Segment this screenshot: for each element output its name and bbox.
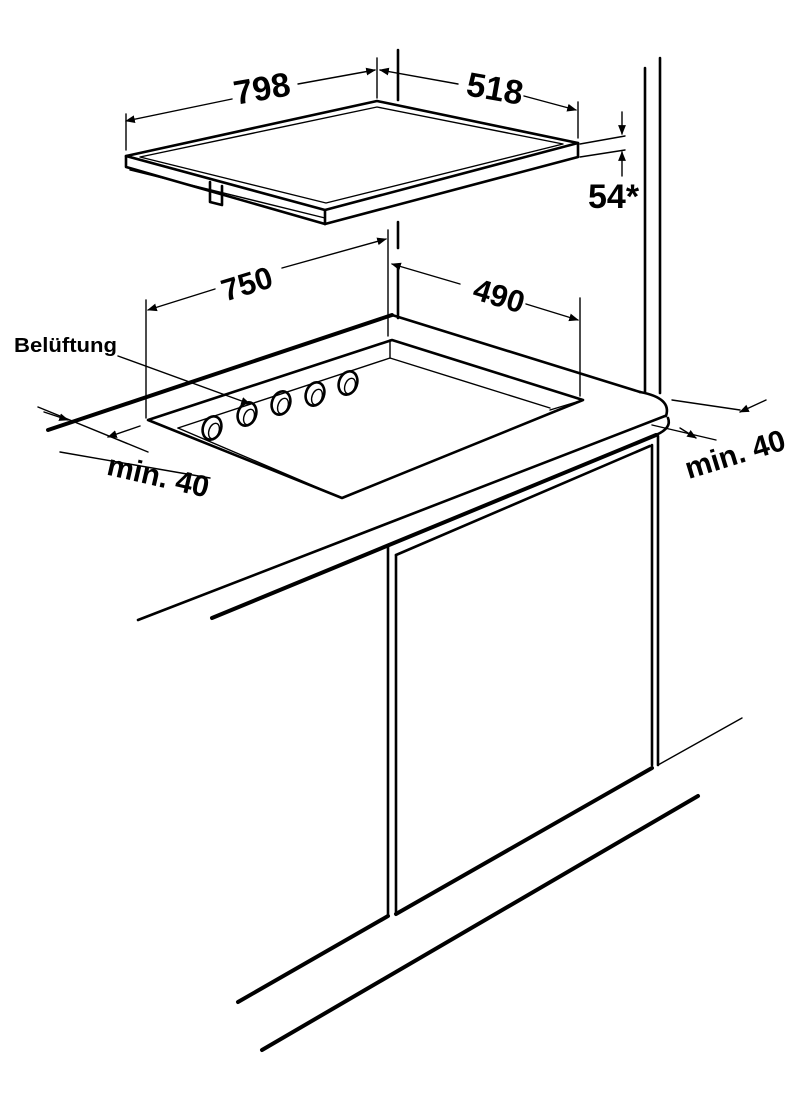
- hob-appliance: [124, 99, 580, 226]
- vent-hole: [270, 390, 292, 416]
- vent-hole: [304, 381, 326, 407]
- vent-hole: [236, 401, 258, 427]
- cutout-depth-label: 490: [469, 272, 529, 321]
- worktop: [46, 313, 671, 622]
- ventilation-holes: [201, 370, 359, 441]
- ventilation-label: Belüftung: [14, 335, 117, 357]
- cutout-width-label: 750: [217, 260, 277, 309]
- vent-hole: [201, 415, 223, 441]
- base-cabinet: [386, 443, 654, 918]
- front-clearance-label: min. 40: [104, 449, 212, 504]
- vent-hole: [337, 370, 359, 396]
- wall: [396, 48, 743, 767]
- cutout-dimensions: [145, 229, 581, 419]
- floor: [236, 794, 700, 1052]
- hob-height-label: 54*: [588, 178, 640, 216]
- back-clearance-label: min. 40: [681, 424, 790, 486]
- back-clearance-dimension: [651, 399, 767, 441]
- front-clearance-dimension: [37, 406, 211, 479]
- ventilation-leader: [117, 355, 251, 405]
- hob-dimensions: [125, 57, 626, 177]
- hob-width-label: 798: [231, 66, 293, 113]
- hob-depth-label: 518: [464, 66, 526, 113]
